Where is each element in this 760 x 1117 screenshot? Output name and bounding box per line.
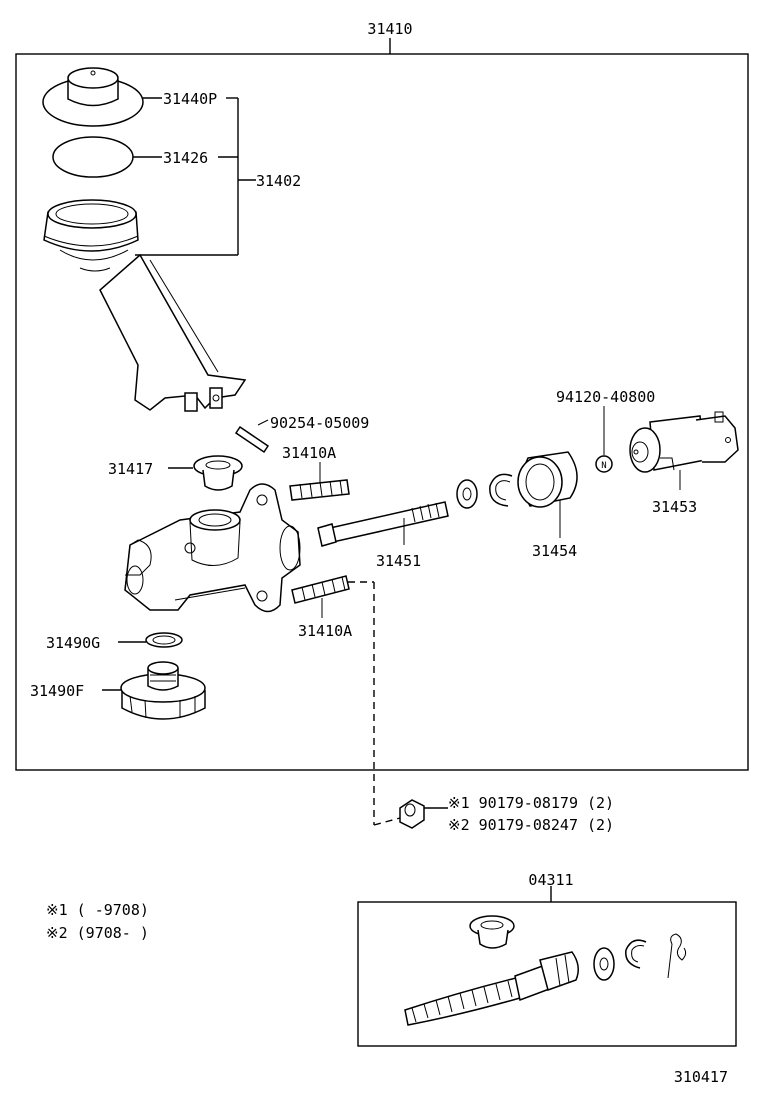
grommet-31417 xyxy=(193,455,243,491)
reservoir-cap xyxy=(42,67,144,127)
label-31440P: 31440P xyxy=(163,90,217,108)
reservoir-tank xyxy=(43,199,247,412)
master-cylinder-body xyxy=(124,483,301,613)
flange-nut xyxy=(399,799,425,829)
diaphragm xyxy=(52,136,134,178)
label-31454: 31454 xyxy=(532,542,577,560)
label-31417: 31417 xyxy=(108,460,153,478)
label-31426: 31426 xyxy=(163,149,208,167)
label-31451: 31451 xyxy=(376,552,421,570)
roll-pin xyxy=(234,425,270,454)
stud-bolt-lower xyxy=(291,575,350,604)
label-nut-1: ※1 90179-08179 (2) xyxy=(448,794,614,812)
main-assembly-number: 31410 xyxy=(367,20,412,38)
union-31490F xyxy=(120,661,206,720)
n-marker: N xyxy=(601,461,606,471)
dashed-leader xyxy=(348,581,401,826)
kit-piston-spring xyxy=(404,951,579,1026)
label-31490F: 31490F xyxy=(30,682,84,700)
label-31410A-upper: 31410A xyxy=(282,444,336,462)
label-90254-05009: 90254-05009 xyxy=(270,414,369,432)
label-nut-2: ※2 90179-08247 (2) xyxy=(448,816,614,834)
nut-94120: N xyxy=(595,455,613,473)
note-2: ※2 (9708- ) xyxy=(46,924,149,942)
page-code: 310417 xyxy=(674,1068,728,1086)
bracket-31402 xyxy=(135,97,256,256)
kit-clip xyxy=(667,933,687,979)
push-rod-washer xyxy=(456,479,478,509)
label-94120-40800: 94120-40800 xyxy=(556,388,655,406)
note-1: ※1 ( -9708) xyxy=(46,901,149,919)
label-31453: 31453 xyxy=(652,498,697,516)
main-assembly-frame: 31410 xyxy=(15,20,749,771)
boot-31454 xyxy=(517,451,578,508)
gasket-31490G xyxy=(145,632,183,648)
push-rod xyxy=(317,501,449,547)
label-31490G: 31490G xyxy=(46,634,100,652)
kit-number: 04311 xyxy=(528,871,573,889)
clevis-31453 xyxy=(629,411,739,473)
kit-snap-ring xyxy=(625,939,647,969)
repair-kit-frame: 04311 xyxy=(357,871,737,1047)
label-31402: 31402 xyxy=(256,172,301,190)
kit-washer xyxy=(593,947,615,981)
stud-bolt-upper xyxy=(289,479,350,501)
label-31410A-lower: 31410A xyxy=(298,622,352,640)
kit-grommet xyxy=(469,915,515,949)
snap-ring xyxy=(489,473,513,507)
